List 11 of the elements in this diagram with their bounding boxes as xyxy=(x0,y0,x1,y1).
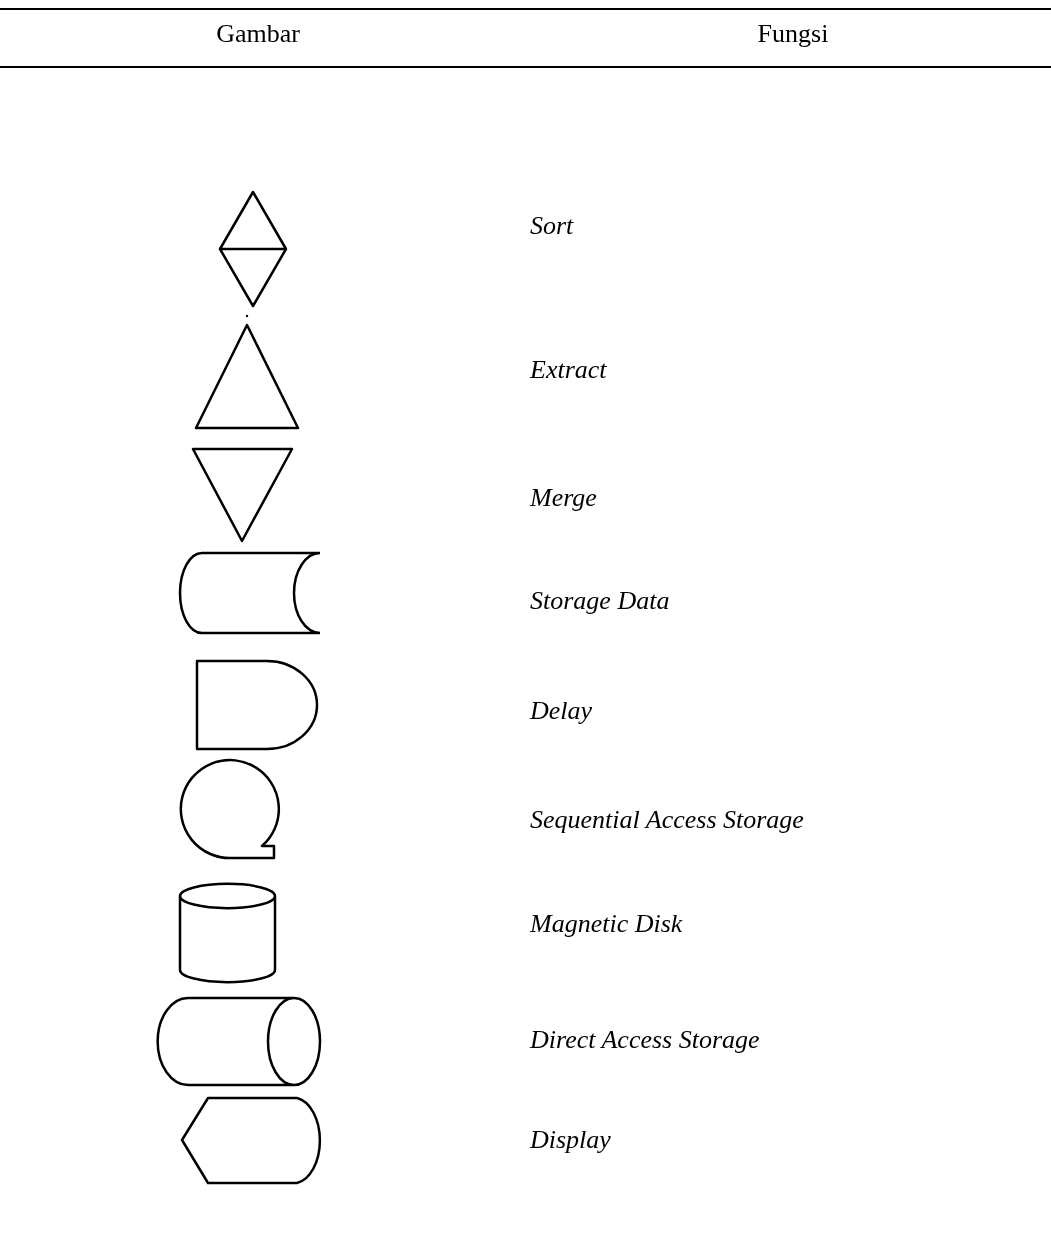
function-name: Storage Data xyxy=(530,586,670,616)
function-name: Delay xyxy=(530,696,593,726)
function-name: Extract xyxy=(530,355,607,385)
function-name: Merge xyxy=(530,483,597,513)
column-header: Gambar xyxy=(216,19,300,49)
column-header: Fungsi xyxy=(757,19,829,49)
function-name: Display xyxy=(530,1125,611,1155)
function-name: Sequential Access Storage xyxy=(530,805,804,835)
function-name: Sort xyxy=(530,211,574,241)
function-name: Magnetic Disk xyxy=(530,909,683,939)
function-name: Direct Access Storage xyxy=(530,1025,760,1055)
